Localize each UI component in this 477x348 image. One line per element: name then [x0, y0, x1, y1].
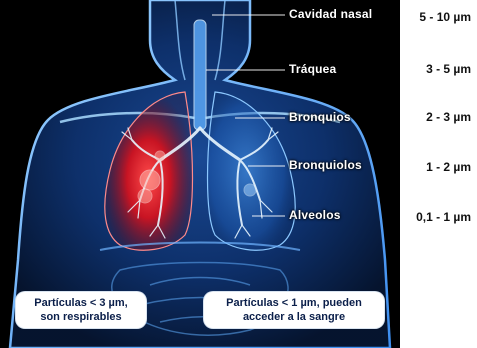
size-trachea: 3 - 5 µm — [426, 62, 471, 76]
label-trachea: Tráquea — [289, 62, 336, 76]
note-blood-access-line1: Partículas < 1 µm, pueden — [212, 296, 376, 310]
note-blood-access-line2: acceder a la sangre — [212, 310, 376, 324]
note-respirable-line2: son respirables — [24, 310, 138, 324]
label-bronchi: Bronquios — [289, 110, 351, 124]
trachea-shape — [194, 20, 206, 130]
size-bronchioles: 1 - 2 µm — [426, 160, 471, 174]
label-bronchioles: Bronquiolos — [289, 158, 362, 172]
torso-illustration: Cavidad nasal Tráquea Bronquios Bronquio… — [0, 0, 400, 348]
note-respirable-line1: Partículas < 3 µm, — [24, 296, 138, 310]
note-respirable: Partículas < 3 µm, son respirables — [16, 292, 146, 328]
note-blood-access: Partículas < 1 µm, pueden acceder a la s… — [204, 292, 384, 328]
size-nasal-cavity: 5 - 10 µm — [419, 10, 471, 24]
size-bronchi: 2 - 3 µm — [426, 110, 471, 124]
size-alveoli: 0,1 - 1 µm — [416, 210, 471, 224]
label-alveoli: Alveolos — [289, 208, 341, 222]
label-nasal-cavity: Cavidad nasal — [289, 7, 372, 21]
